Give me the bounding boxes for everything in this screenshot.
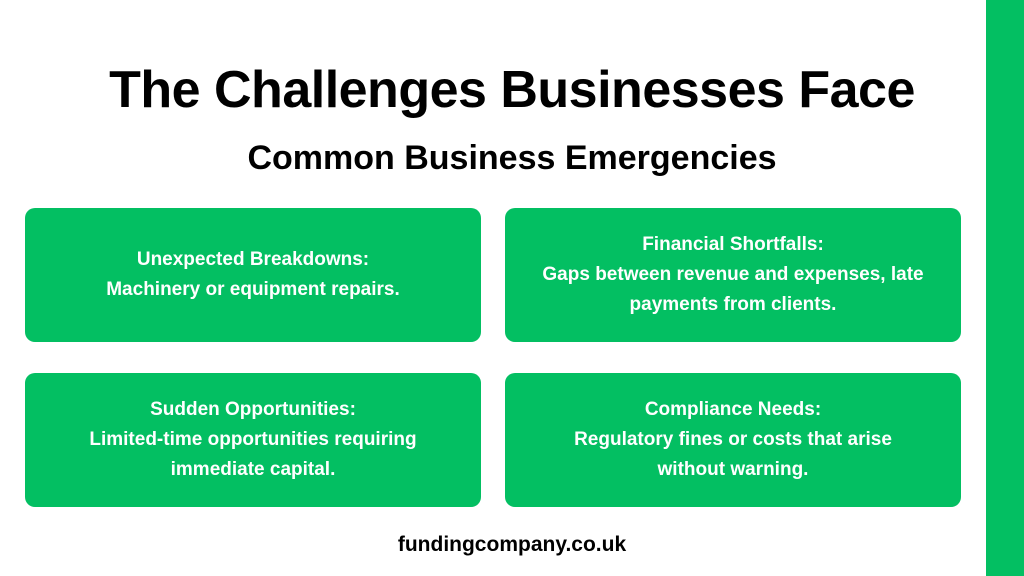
card-unexpected-breakdowns: Unexpected Breakdowns: Machinery or equi… xyxy=(25,208,481,342)
card-heading: Compliance Needs: xyxy=(644,399,822,420)
page-title: The Challenges Businesses Face xyxy=(109,61,915,119)
card-heading: Unexpected Breakdowns: xyxy=(136,249,370,270)
card-heading: Sudden Opportunities: xyxy=(150,399,356,420)
footer-website: fundingcompany.co.uk xyxy=(397,533,627,556)
card-compliance-needs: Compliance Needs: Regulatory fines or co… xyxy=(505,373,961,507)
card-text-line: Machinery or equipment repairs. xyxy=(106,279,400,300)
card-sudden-opportunities: Sudden Opportunities: Limited-time oppor… xyxy=(25,373,481,507)
card-text-line: without warning. xyxy=(657,459,809,480)
card-text-line: Limited-time opportunities requiring xyxy=(89,429,417,450)
card-text-line: Gaps between revenue and expenses, late xyxy=(542,264,924,285)
accent-bar xyxy=(986,0,1024,576)
card-heading: Financial Shortfalls: xyxy=(642,234,824,255)
page-subtitle: Common Business Emergencies xyxy=(247,139,777,177)
card-text-line: Regulatory fines or costs that arise xyxy=(574,429,892,450)
card-text-line: immediate capital. xyxy=(170,459,336,480)
card-financial-shortfalls: Financial Shortfalls: Gaps between reven… xyxy=(505,208,961,342)
card-text-line: payments from clients. xyxy=(629,294,837,315)
